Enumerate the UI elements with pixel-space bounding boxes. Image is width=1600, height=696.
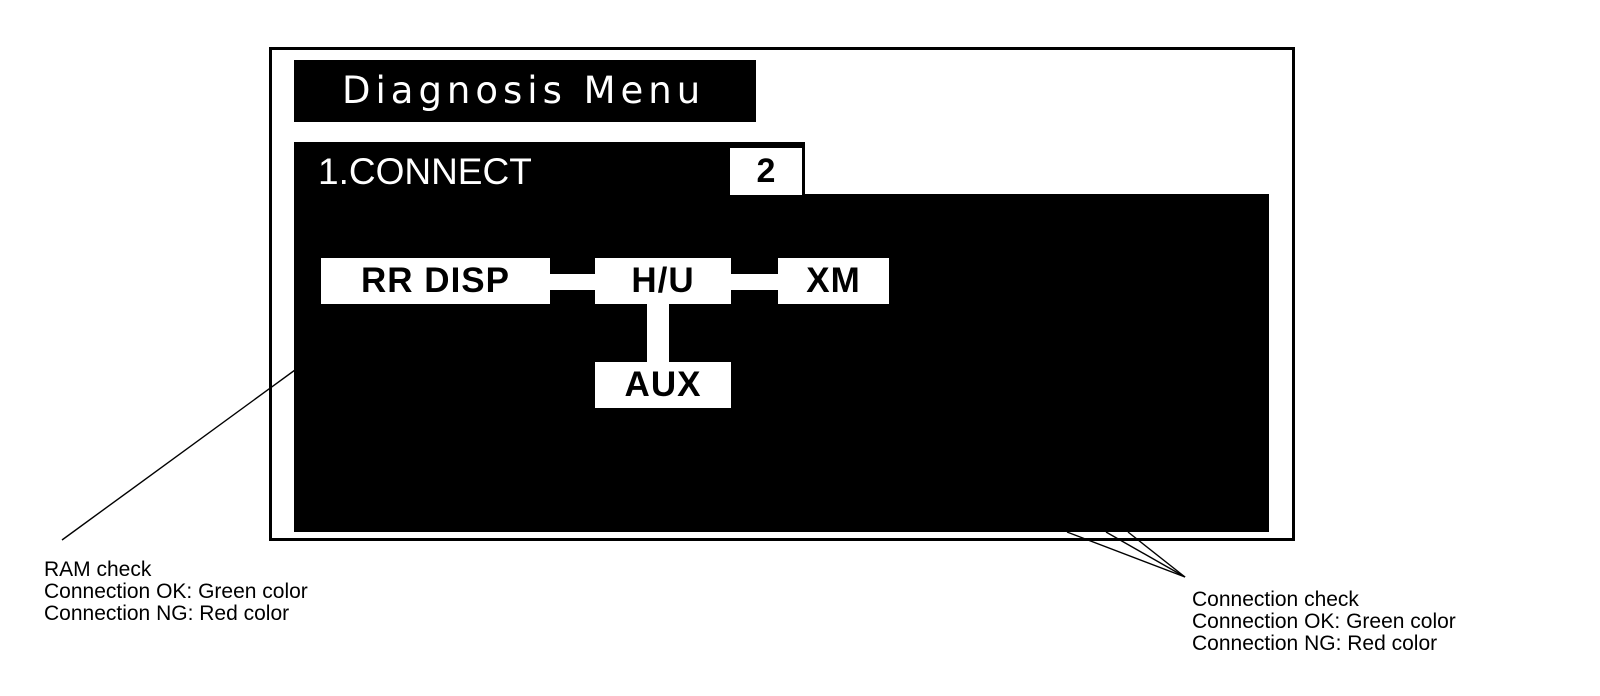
leader-line-connection-3 — [1127, 531, 1186, 578]
node-head-unit: H/U — [595, 258, 731, 304]
link-rr-disp-to-hu — [550, 274, 595, 290]
node-xm: XM — [778, 258, 889, 304]
callout-connection-check: Connection check Connection OK: Green co… — [1192, 589, 1456, 655]
callout-ram-title: RAM check — [44, 558, 152, 581]
callout-connection-ok: Connection OK: Green color — [1192, 610, 1456, 633]
leader-line-ram-check — [61, 369, 296, 541]
callout-ram-ok: Connection OK: Green color — [44, 580, 308, 603]
leader-line-connection-2 — [1105, 531, 1186, 578]
link-hu-to-xm — [731, 274, 778, 290]
page-number: 2 — [730, 148, 802, 195]
section-label: 1.CONNECT — [318, 151, 532, 192]
section-tab — [294, 142, 805, 197]
callout-ram-check: RAM check Connection OK: Green color Con… — [44, 559, 308, 625]
leader-line-connection-1 — [1066, 531, 1186, 578]
callout-ram-ng: Connection NG: Red color — [44, 602, 290, 625]
callout-connection-title: Connection check — [1192, 588, 1359, 611]
connection-panel — [294, 194, 1269, 532]
node-rr-disp: RR DISP — [321, 258, 550, 304]
node-aux: AUX — [595, 362, 731, 408]
menu-title: Diagnosis Menu — [294, 60, 756, 122]
callout-connection-ng: Connection NG: Red color — [1192, 632, 1438, 655]
link-hu-to-aux — [647, 304, 669, 362]
